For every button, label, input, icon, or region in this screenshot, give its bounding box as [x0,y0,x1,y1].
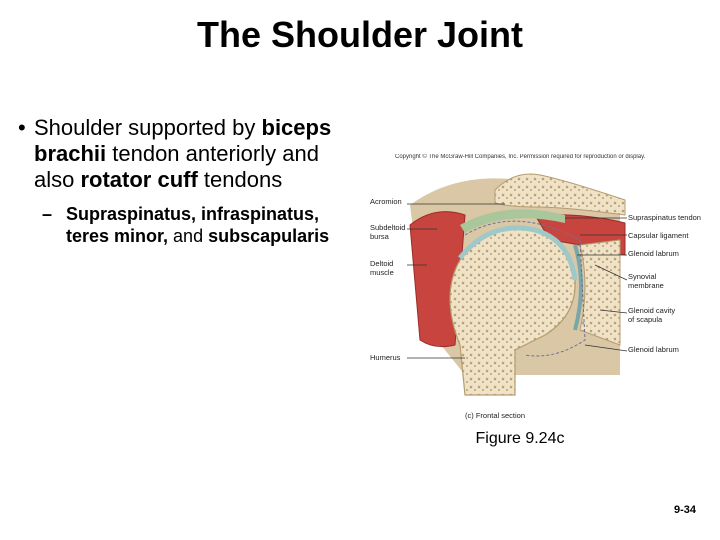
bullet1-rotator-cuff: rotator cuff [80,167,198,192]
bullet-item-sub: – Supraspinatus, infraspinatus, teres mi… [42,203,358,247]
bullet2-subscapularis: subscapularis [208,226,330,246]
bullet1-text-2: tendon anteriorly and also [34,141,319,192]
bullet1-text-3: tendons [197,167,283,192]
supraspinatus-tendon [460,209,565,233]
label-acromion: Acromion [370,197,402,206]
articular-cartilage [458,225,578,281]
copyright-notice: Copyright © The McGraw-Hill Companies, I… [395,154,646,160]
bullet2-and: and [168,226,209,246]
bullet-dash: – [42,204,53,224]
leader-lines [407,203,628,359]
figure-caption: Figure 9.24c [475,430,565,447]
synovial-membrane [464,220,586,357]
glenoid-labrum [573,244,583,331]
label-section: (c) Frontal section [465,411,526,420]
bullet1-biceps: biceps brachii [34,115,332,166]
label-subdeltoid-bursa: Subdeltoid bursa [370,223,406,241]
shoulder-illustration [407,173,628,396]
bullet-list: • Shoulder supported by biceps brachii t… [18,115,358,247]
bullet-dot: • [18,115,26,140]
label-supraspinatus-tendon: Supraspinatus tendon [628,213,701,222]
label-capsular-ligament: Capsular ligament [628,231,689,240]
label-humerus: Humerus [370,353,401,362]
bullet-item-main: • Shoulder supported by biceps brachii t… [18,115,358,193]
acromion-bone [494,173,626,216]
label-glenoid-labrum-top: Glenoid labrum [628,249,679,258]
page-number: 9-34 [673,504,696,516]
label-glenoid-labrum-bottom: Glenoid labrum [628,345,679,354]
bullet1-text-1: Shoulder supported by [34,115,262,140]
label-glenoid-cavity: Glenoid cavity of scapula [628,306,676,324]
scapula-bone [579,239,621,346]
label-synovial-membrane: Synovial membrane [628,272,664,290]
slide-title: The Shoulder Joint [196,14,523,55]
bullet2-muscles: Supraspinatus, infraspinatus, teres mino… [66,204,320,246]
label-deltoid-muscle: Deltoid muscle [370,259,394,277]
shoulder-figure: Acromion Subdeltoid bursa Deltoid muscle… [365,145,720,430]
